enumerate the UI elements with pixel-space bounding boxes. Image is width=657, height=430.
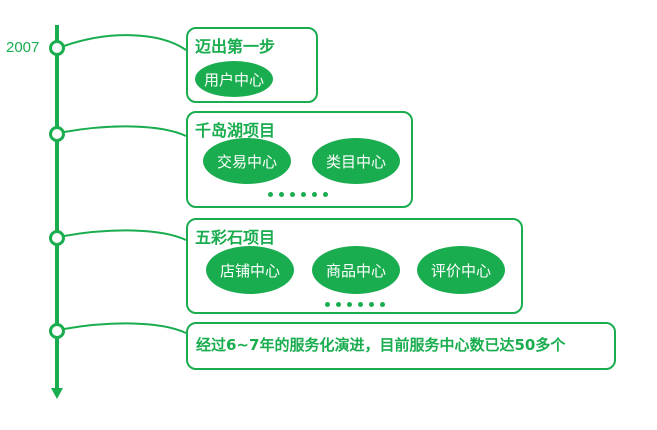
- connector-1: [63, 34, 187, 51]
- service-center: 类目中心: [312, 138, 400, 184]
- more-indicator: [325, 302, 385, 307]
- timeline-node: [49, 126, 65, 142]
- connector-3: [63, 229, 187, 241]
- stage-title: 五彩石项目: [195, 228, 276, 247]
- connector-4: [63, 322, 187, 334]
- service-center: 用户中心: [195, 61, 273, 97]
- stage-3-box: 五彩石项目 店铺中心 商品中心 评价中心: [186, 218, 523, 314]
- service-center: 商品中心: [312, 246, 400, 294]
- timeline-node: [49, 230, 65, 246]
- timeline-node: [49, 40, 65, 56]
- stage-1-box: 迈出第一步 用户中心: [186, 27, 318, 103]
- summary-text: 经过6~7年的服务化演进，目前服务中心数已达50多个: [196, 336, 566, 354]
- start-year-label: 2007: [6, 39, 40, 56]
- timeline-node: [49, 323, 65, 339]
- service-center: 评价中心: [417, 246, 505, 294]
- stage-title: 千岛湖项目: [195, 121, 276, 140]
- timeline-arrow-icon: [51, 388, 63, 399]
- stage-2-box: 千岛湖项目 交易中心 类目中心: [186, 111, 413, 208]
- service-center: 店铺中心: [206, 246, 294, 294]
- more-indicator: [268, 192, 328, 197]
- connector-2: [63, 125, 187, 137]
- service-center: 交易中心: [203, 138, 291, 184]
- stage-4-box: 经过6~7年的服务化演进，目前服务中心数已达50多个: [186, 322, 616, 370]
- stage-title: 迈出第一步: [195, 37, 276, 56]
